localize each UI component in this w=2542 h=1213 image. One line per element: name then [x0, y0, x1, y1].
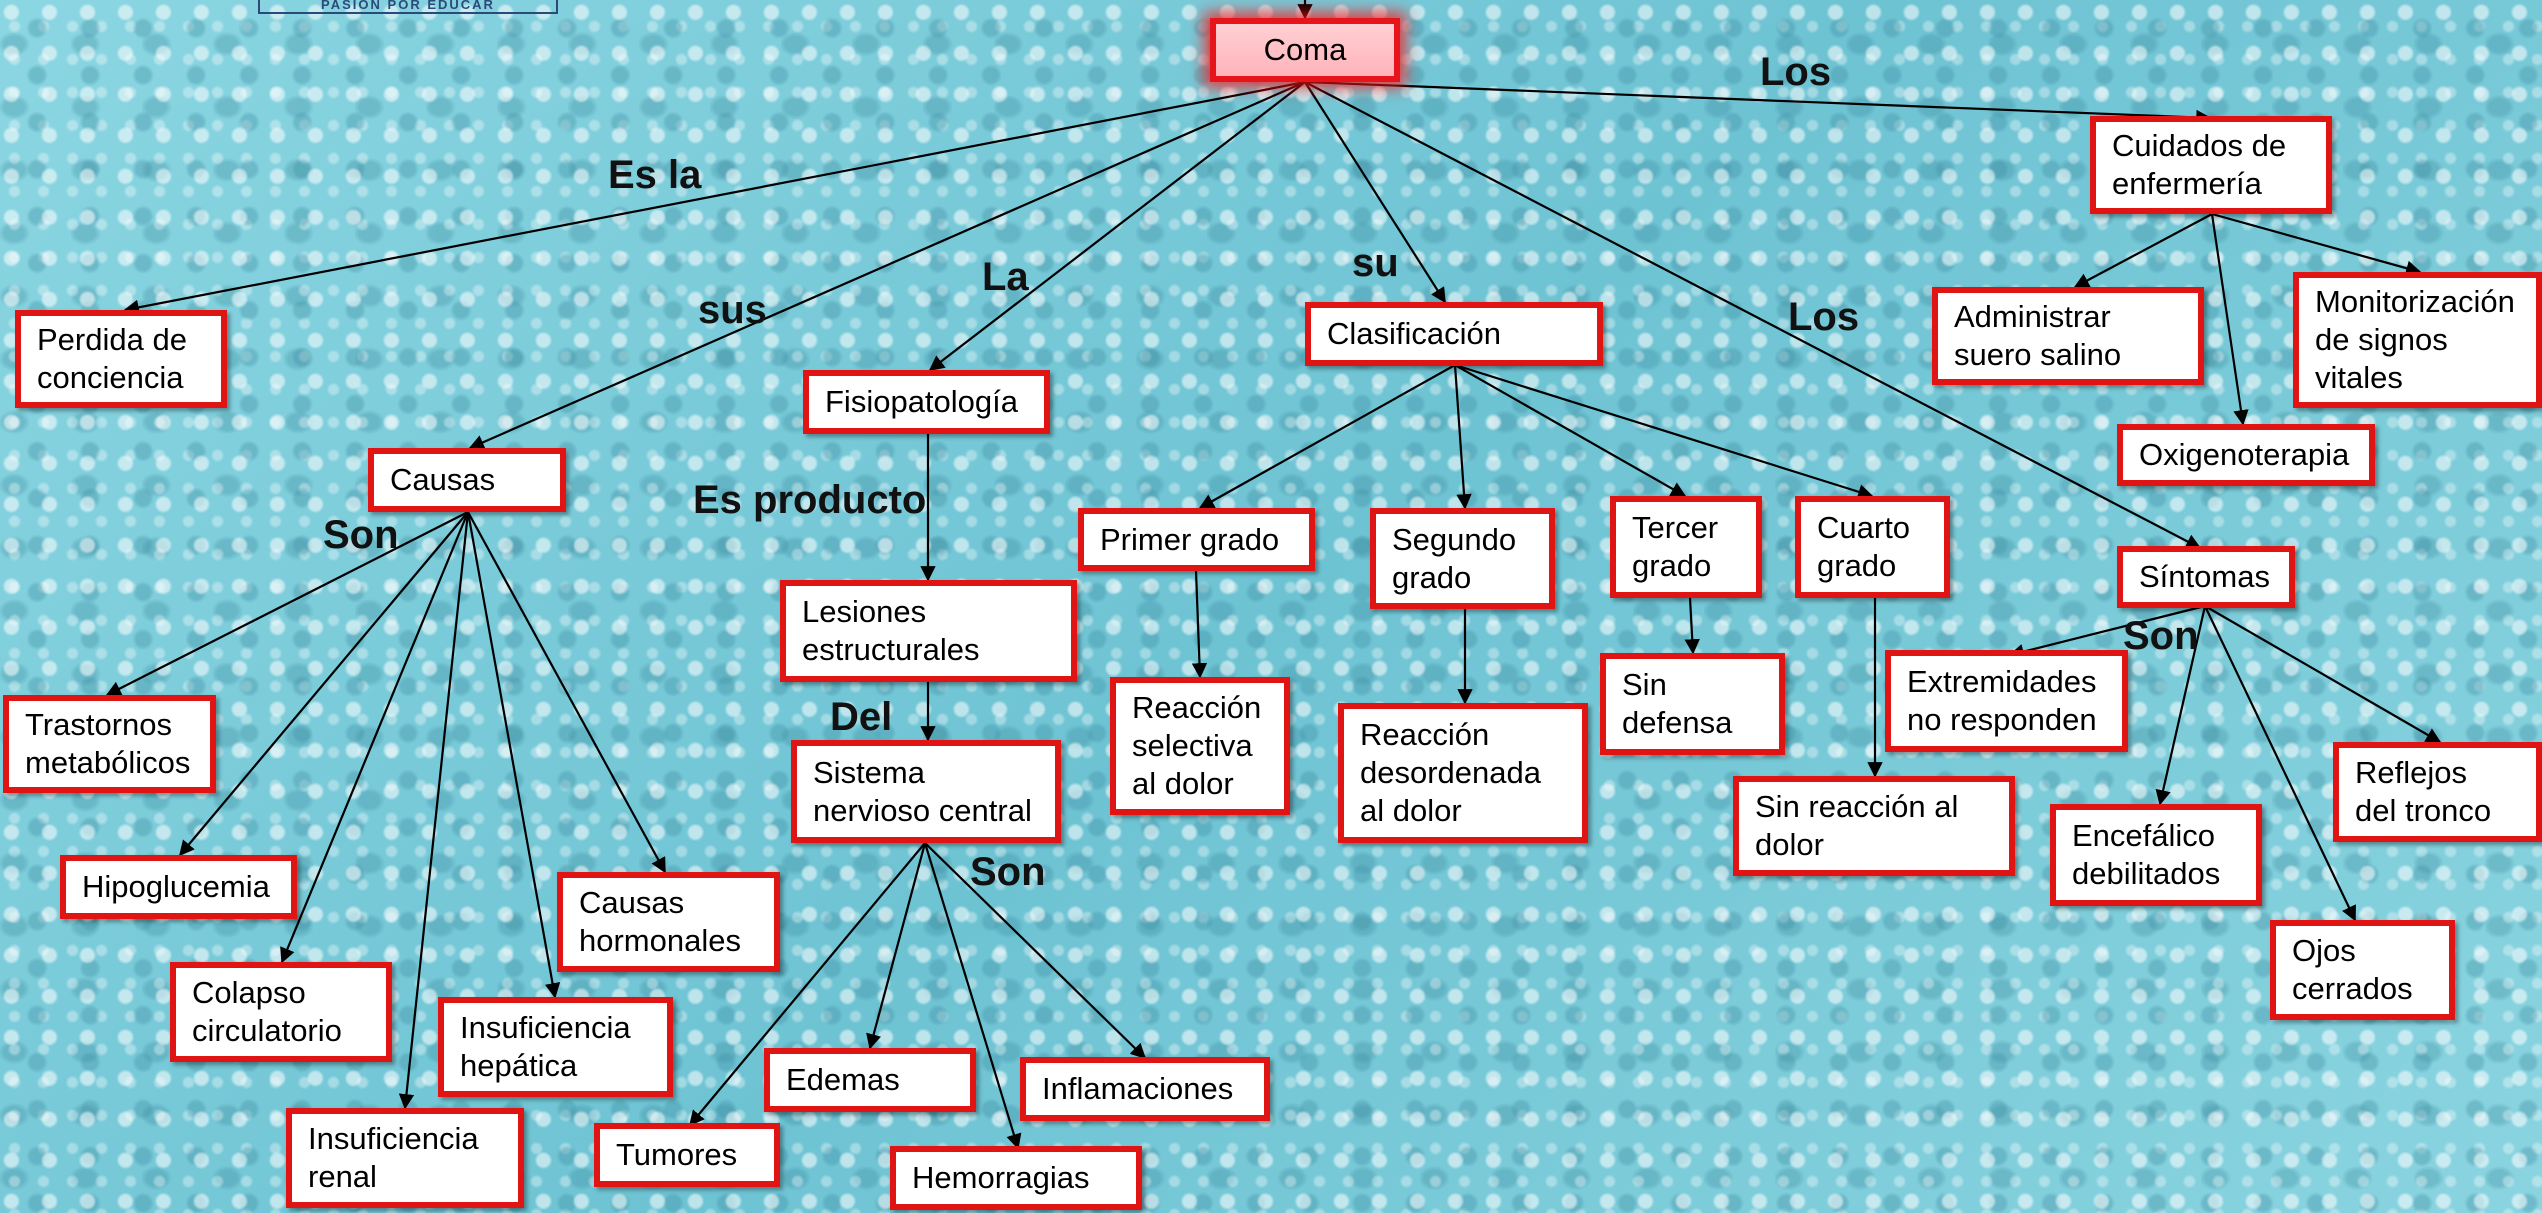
label-del: Del: [830, 695, 893, 739]
label-es-producto: Es producto: [693, 478, 927, 522]
edge-sistema-hemorragias: [923, 842, 1022, 1150]
node-causas: Causas: [368, 448, 566, 512]
node-clasificacion: Clasificación: [1305, 302, 1603, 366]
label-su: su: [1352, 241, 1399, 285]
edge-sintomas-ojos: [2204, 605, 2356, 922]
node-reaccion-desordenada-al-dolor: Reacción desordenada al dolor: [1338, 703, 1588, 843]
label-son-sistema: Son: [970, 850, 1046, 894]
edge-coma-cuidados: [1304, 80, 2212, 126]
edge-sintomas-encefalico: [2155, 605, 2207, 806]
edge-clasif-segundo: [1453, 364, 1472, 510]
node-primer-grado: Primer grado: [1078, 508, 1315, 571]
edge-sistema-tumores: [689, 842, 926, 1127]
edge-causas-hormonales: [467, 511, 666, 874]
edge-coma-sintomas: [1304, 81, 2202, 549]
node-insuficiencia-renal: Insuficiencia renal: [286, 1108, 524, 1208]
edge-coma-perdida: [123, 80, 1306, 315]
label-son-causas: Son: [323, 513, 399, 557]
node-reflejos-del-tronco: Reflejos del tronco: [2333, 742, 2542, 842]
node-sin-defensa: Sin defensa: [1600, 653, 1785, 755]
node-encefalico-debilitados: Encefálico debilitados: [2050, 804, 2262, 906]
edge-cuidados-monitorizacion: [2211, 212, 2422, 276]
edge-causas-colapso: [280, 511, 470, 964]
node-trastornos-metabolicos: Trastornos metabólicos: [3, 695, 216, 793]
label-es-la: Es la: [608, 153, 702, 197]
node-sintomas: Síntomas: [2117, 546, 2295, 608]
label-los-sintomas: Los: [1788, 295, 1860, 339]
node-edemas: Edemas: [764, 1048, 976, 1112]
node-lesiones-estructurales: Lesiones estructurales: [780, 580, 1077, 682]
edge-coma-clasificacion: [1304, 81, 1446, 304]
edge-coma-causas: [468, 80, 1306, 450]
node-sin-reaccion-al-dolor: Sin reacción al dolor: [1733, 776, 2015, 876]
node-fisiopatologia: Fisiopatología: [803, 370, 1050, 434]
node-administrar-suero-salino: Administrar suero salino: [1932, 287, 2204, 385]
edge-clasif-tercer: [1454, 364, 1687, 497]
label-la: La: [982, 255, 1029, 299]
edge-clasif-cuarto: [1454, 363, 1874, 500]
logo-text: PASION POR EDUCAR: [321, 0, 495, 12]
node-ojos-cerrados: Ojos cerrados: [2270, 920, 2455, 1020]
node-perdida-de-conciencia: Perdida de conciencia: [15, 310, 227, 408]
node-monitorizacion-signos-vitales: Monitorización de signos vitales: [2293, 272, 2542, 408]
node-extremidades-no-responden: Extremidades no responden: [1885, 650, 2128, 752]
edge-sintomas-reflejos: [2204, 605, 2442, 743]
edge-primer-reaccion: [1191, 570, 1208, 679]
edge-clasif-primer: [1198, 364, 1456, 509]
edge-sintomas-extremidades: [2008, 604, 2206, 660]
node-colapso-circulatorio: Colapso circulatorio: [170, 962, 392, 1062]
node-segundo-grado: Segundo grado: [1370, 508, 1555, 609]
node-sistema-nervioso-central: Sistema nervioso central: [791, 740, 1061, 843]
edge-causas-trastornos: [105, 511, 469, 696]
edge-sistema-edemas: [866, 842, 927, 1050]
node-causas-hormonales: Causas hormonales: [557, 872, 780, 972]
edge-cuidados-oxigenoterapia: [2210, 213, 2249, 426]
node-tumores: Tumores: [594, 1123, 780, 1187]
node-inflamaciones: Inflamaciones: [1020, 1057, 1270, 1121]
label-los-cuidados: Los: [1760, 50, 1832, 94]
edge-cuidados-administrar: [2073, 213, 2213, 288]
edge-coma-fisiopatologia: [928, 81, 1306, 371]
node-tercer-grado: Tercer grado: [1610, 496, 1762, 598]
edge-sistema-inflamaciones: [924, 842, 1147, 1060]
node-hemorragias: Hemorragias: [890, 1146, 1142, 1210]
edge-causas-hipoglucemia: [179, 511, 469, 857]
node-cuidados-de-enfermeria: Cuidados de enfermería: [2090, 116, 2332, 214]
brand-logo: PASION POR EDUCAR: [258, 0, 558, 14]
edge-tercer-sindefensa: [1684, 597, 1700, 655]
node-coma: Coma: [1210, 18, 1400, 82]
node-oxigenoterapia: Oxigenoterapia: [2117, 424, 2375, 486]
edge-causas-insuf-hepatica: [466, 511, 561, 999]
edge-causas-insuf-renal: [398, 511, 470, 1110]
node-cuarto-grado: Cuarto grado: [1795, 496, 1950, 598]
node-reaccion-selectiva-al-dolor: Reacción selectiva al dolor: [1110, 677, 1290, 815]
node-insuficiencia-hepatica: Insuficiencia hepática: [438, 997, 673, 1097]
node-hipoglucemia: Hipoglucemia: [60, 855, 297, 919]
label-sus: sus: [698, 288, 767, 332]
label-son-sintomas: Son: [2123, 614, 2199, 658]
